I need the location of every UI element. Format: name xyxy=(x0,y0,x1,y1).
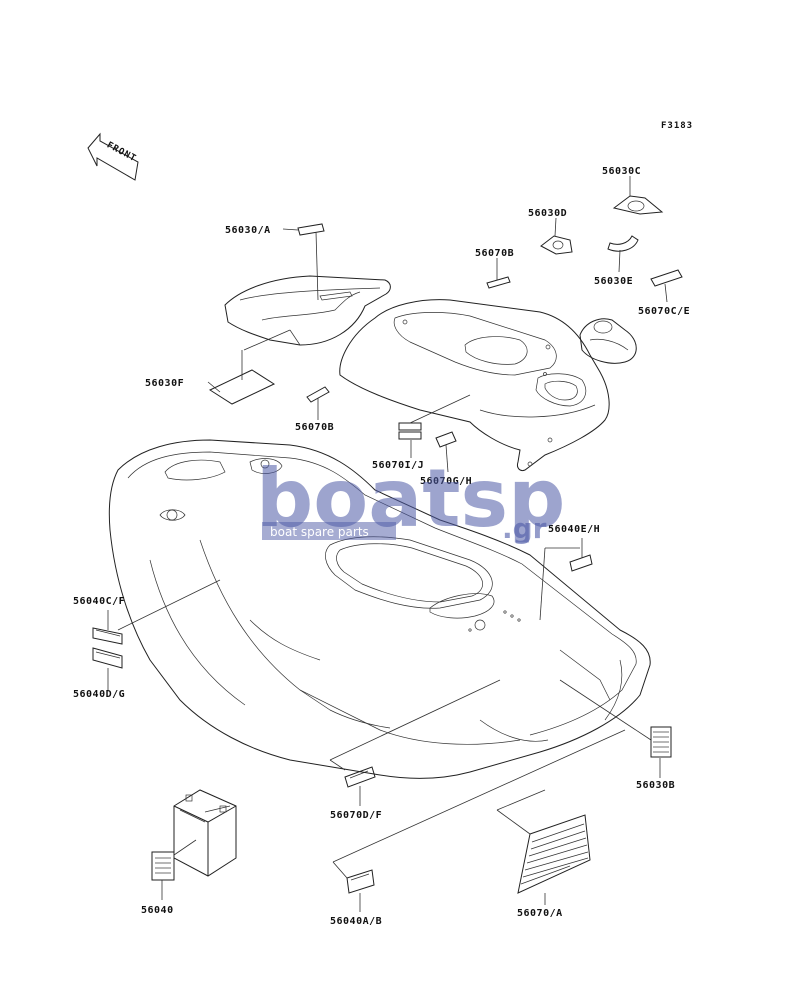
front-label: FRONT xyxy=(105,140,138,164)
part-label-56070A: 56070/A xyxy=(517,908,563,919)
part-56030E-shape xyxy=(607,235,639,252)
part-label-56030E: 56030E xyxy=(594,276,633,287)
part-56030D-shape xyxy=(540,235,573,255)
decal-56030A xyxy=(297,223,325,236)
part-label-56070DF: 56070D/F xyxy=(330,810,382,821)
part-label-56070B-mid: 56070B xyxy=(295,422,334,433)
part-56030C-shape xyxy=(612,195,664,215)
decal-56040EH xyxy=(569,554,593,572)
decal-56070IJ xyxy=(398,422,422,440)
part-label-56070IJ: 56070I/J xyxy=(372,460,424,471)
part-label-56030A: 56030/A xyxy=(225,225,271,236)
watermark-suffix: .gr xyxy=(502,512,547,545)
part-label-56070GH: 56070G/H xyxy=(420,476,472,487)
diagram-code: F3183 xyxy=(661,121,693,131)
leader-lines xyxy=(107,176,668,912)
gauge-housing-part xyxy=(579,318,637,364)
part-label-56040AB: 56040A/B xyxy=(330,916,382,927)
front-direction-arrow-icon: FRONT xyxy=(87,132,139,181)
watermark-tagline: boat spare parts xyxy=(270,525,369,539)
battery-part xyxy=(173,789,237,877)
decal-56040 xyxy=(151,851,175,881)
rear-cover-part xyxy=(224,275,391,346)
decal-56070B-top xyxy=(486,276,511,289)
part-label-56030C: 56030C xyxy=(602,166,641,177)
upper-deck-part xyxy=(339,299,610,471)
part-label-56070CE: 56070C/E xyxy=(638,306,690,317)
decal-56040CF xyxy=(92,627,123,645)
decal-56030B xyxy=(650,726,672,758)
decal-56070GH xyxy=(435,431,457,448)
decal-56040DG xyxy=(92,647,123,669)
part-label-56030F: 56030F xyxy=(145,378,184,389)
part-label-56030B: 56030B xyxy=(636,780,675,791)
part-label-56040EH: 56040E/H xyxy=(548,524,600,535)
watermark: boatsp .gr boat spare parts xyxy=(256,452,565,545)
decal-56070B-mid xyxy=(306,386,330,403)
decal-56040AB xyxy=(346,869,375,894)
part-label-56040: 56040 xyxy=(141,905,174,916)
hull-body-part xyxy=(108,439,651,779)
decal-56030F xyxy=(208,369,276,405)
decal-56070A xyxy=(517,814,591,894)
part-label-56030D: 56030D xyxy=(528,208,567,219)
decal-56070CE xyxy=(650,269,683,287)
part-label-56040CF: 56040C/F xyxy=(73,596,125,607)
part-label-56040DG: 56040D/G xyxy=(73,689,125,700)
part-label-56070B-top: 56070B xyxy=(475,248,514,259)
